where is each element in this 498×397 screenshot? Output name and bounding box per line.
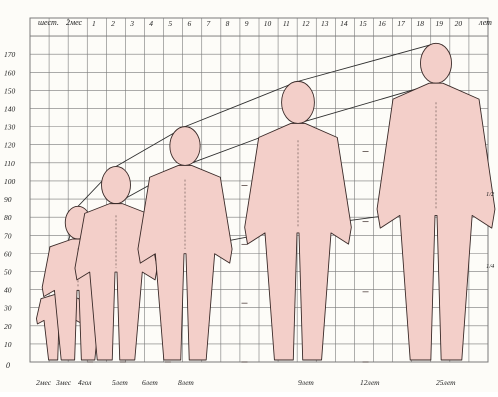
figure-head	[170, 127, 200, 166]
height-zero-label: 0	[6, 361, 10, 370]
height-tick-label: 150	[4, 86, 16, 95]
height-tick-label: 120	[4, 141, 16, 150]
age-tick-label: 8	[226, 19, 230, 28]
figure-age-label: 8лет	[178, 378, 194, 387]
height-tick-label: 90	[4, 195, 12, 204]
age-tick-label: 14	[340, 19, 348, 28]
figure-age-label: 4гол	[78, 378, 92, 387]
height-tick-label: 110	[4, 159, 15, 168]
age-tick-label: 3	[129, 19, 134, 28]
header-age-prefix: шест.	[38, 18, 59, 27]
figure-head	[102, 166, 131, 203]
age-tick-label: 1	[92, 19, 96, 28]
age-tick-label: 15	[359, 19, 367, 28]
height-tick-label: 40	[4, 286, 12, 295]
height-tick-label: 100	[4, 177, 16, 186]
age-tick-label: 17	[397, 19, 405, 28]
figure-age-label: 25лет	[436, 378, 456, 387]
age-tick-label: 5	[168, 19, 172, 28]
header-age-weeks: 2мес	[66, 18, 83, 27]
figure-age-label: 9лет	[298, 378, 314, 387]
height-tick-label: 140	[4, 105, 16, 114]
age-tick-label: 16	[378, 19, 386, 28]
height-tick-label: 10	[4, 340, 12, 349]
age-tick-label: 10	[264, 19, 272, 28]
age-tick-label: 2	[111, 19, 115, 28]
age-tick-label: 6	[187, 19, 191, 28]
figure-age-label: 3мес	[55, 378, 72, 387]
age-tick-label: 12	[302, 19, 310, 28]
proportion-mark-label: 1/2	[486, 191, 495, 198]
header-age-unit: лет	[478, 18, 492, 27]
age-tick-label: 19	[436, 19, 444, 28]
age-tick-label: 13	[321, 19, 329, 28]
figure-age-label: 6лет	[142, 378, 158, 387]
height-tick-label: 80	[4, 213, 12, 222]
age-tick-label: 9	[245, 19, 249, 28]
age-tick-label: 20	[455, 19, 463, 28]
height-tick-label: 20	[4, 322, 12, 331]
height-tick-label: 160	[4, 68, 16, 77]
figure-head	[282, 81, 315, 123]
age-tick-label: 7	[207, 19, 211, 28]
figure-head	[420, 43, 451, 83]
figure-age-label: 5лет	[112, 378, 128, 387]
height-tick-label: 170	[4, 50, 16, 59]
height-tick-label: 50	[4, 267, 12, 276]
height-tick-label: 30	[3, 304, 12, 313]
age-tick-label: 4	[149, 19, 153, 28]
figure-age-label: 2мес	[36, 378, 52, 387]
height-tick-label: 60	[4, 249, 12, 258]
proportion-mark-label: 1/4	[486, 263, 495, 270]
age-tick-label: 11	[283, 19, 290, 28]
height-tick-label: 70	[4, 231, 12, 240]
height-tick-label: 130	[4, 123, 16, 132]
age-tick-label: 18	[416, 19, 424, 28]
figure-age-label: 12лет	[360, 378, 380, 387]
